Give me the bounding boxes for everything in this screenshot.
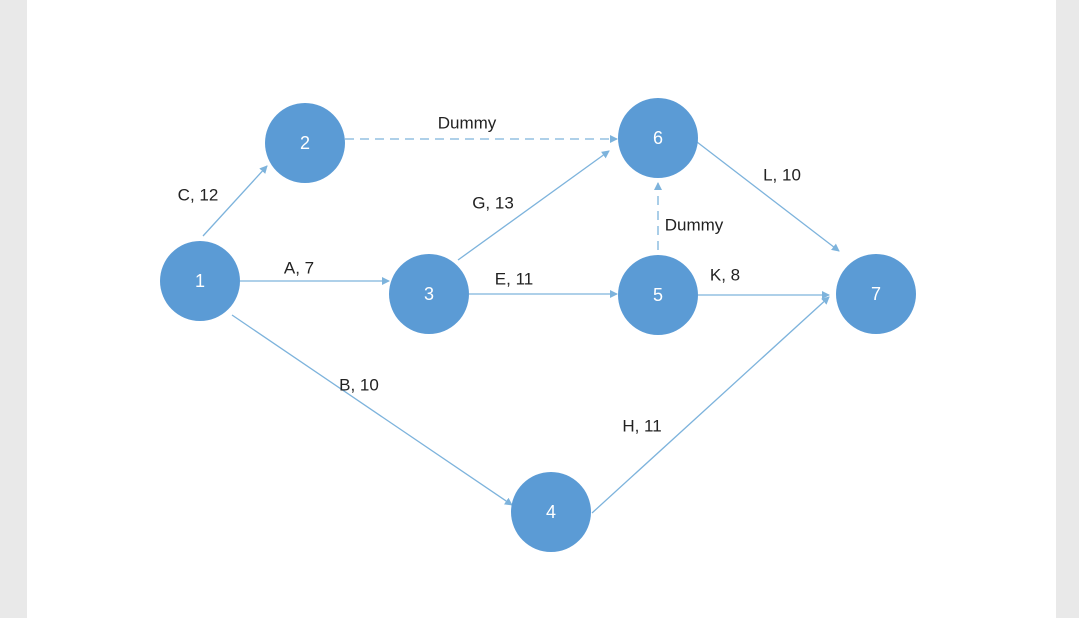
- edges-layer: [202, 135, 840, 514]
- edge-1-3-label: A, 7: [284, 258, 314, 277]
- node-4: 4: [511, 472, 591, 552]
- node-7-circle: [836, 254, 916, 334]
- node-6: 6: [618, 98, 698, 178]
- edge-1-2-arrow: [202, 165, 268, 237]
- node-1-label: 1: [195, 271, 205, 291]
- node-6-circle: [618, 98, 698, 178]
- edge-labels-layer: C, 12 A, 7 B, 10 Dummy G, 13 E, 11 Dummy K, 8 L,…: [178, 113, 801, 435]
- node-4-label: 4: [546, 502, 556, 522]
- edge-3-5-label: E, 11: [495, 269, 533, 288]
- node-7: 7: [836, 254, 916, 334]
- edge-1-2-label: C, 12: [178, 185, 219, 204]
- nodes-layer: 1 2 3 4 5 6 7: [160, 98, 916, 552]
- edge-6-7-arrow: [696, 141, 840, 252]
- node-3-label: 3: [424, 284, 434, 304]
- node-4-circle: [511, 472, 591, 552]
- edge-4-7-label: H, 11: [622, 416, 661, 435]
- node-3-circle: [389, 254, 469, 334]
- node-7-label: 7: [871, 284, 881, 304]
- node-2-circle: [265, 103, 345, 183]
- node-5: 5: [618, 255, 698, 335]
- edge-4-7-arrow: [591, 296, 830, 514]
- edge-2-6-label: Dummy: [438, 113, 497, 132]
- edge-3-6-arrow: [457, 150, 610, 261]
- edge-3-6-label: G, 13: [472, 193, 514, 212]
- edge-5-6-label: Dummy: [665, 215, 724, 234]
- node-2: 2: [265, 103, 345, 183]
- edge-1-4-arrow: [231, 314, 513, 506]
- edge-1-4-label: B, 10: [339, 375, 379, 394]
- edge-6-7-label: L, 10: [763, 165, 801, 184]
- node-6-label: 6: [653, 128, 663, 148]
- node-5-circle: [618, 255, 698, 335]
- node-2-label: 2: [300, 133, 310, 153]
- node-3: 3: [389, 254, 469, 334]
- node-5-label: 5: [653, 285, 663, 305]
- node-1: 1: [160, 241, 240, 321]
- edge-5-7-label: K, 8: [710, 265, 740, 284]
- node-1-circle: [160, 241, 240, 321]
- diagram-page: 1 2 3 4 5 6 7 C, 12 A, 7 B, 10 Dummy G, 13 E, 11 Dum…: [27, 0, 1056, 618]
